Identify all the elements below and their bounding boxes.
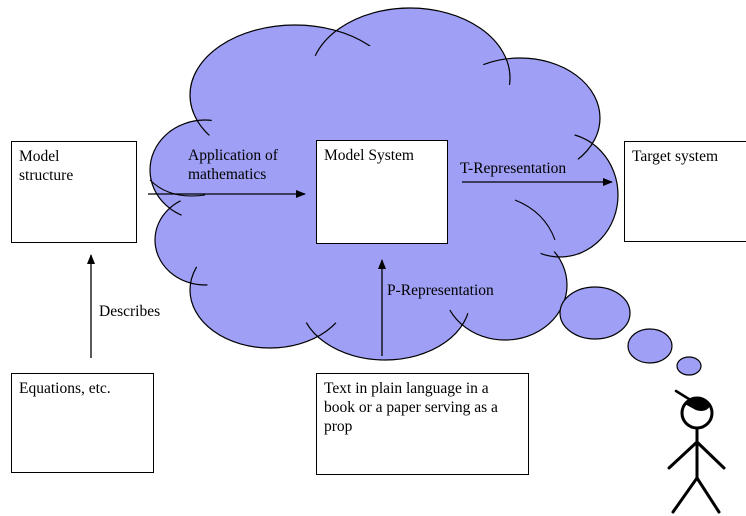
equations-label: Equations, etc. [19, 380, 111, 397]
model-structure-box: Model structure [11, 141, 137, 243]
application-of-mathematics-label: Application of mathematics [188, 147, 278, 183]
p-representation-label: P-Representation [387, 282, 494, 299]
target-system-label: Target system [632, 148, 719, 165]
model-system-label: Model System [324, 147, 414, 164]
describes-label: Describes [99, 303, 161, 320]
plain-text-box: Text in plain language in a book or a pa… [316, 373, 529, 475]
equations-box: Equations, etc. [11, 373, 154, 473]
model-system-box: Model System [316, 140, 448, 244]
target-system-box: Target system [624, 141, 746, 242]
stick-figure-person-icon [667, 389, 726, 514]
thought-bubble-medium [627, 328, 673, 364]
model-structure-label: Model structure [19, 148, 74, 184]
thought-bubble-large [559, 286, 631, 340]
plain-text-label: Text in plain language in a book or a pa… [324, 380, 498, 435]
thought-bubble-small [676, 356, 702, 376]
thought-bubbles-icon [559, 286, 702, 376]
t-representation-label: T-Representation [460, 160, 567, 177]
